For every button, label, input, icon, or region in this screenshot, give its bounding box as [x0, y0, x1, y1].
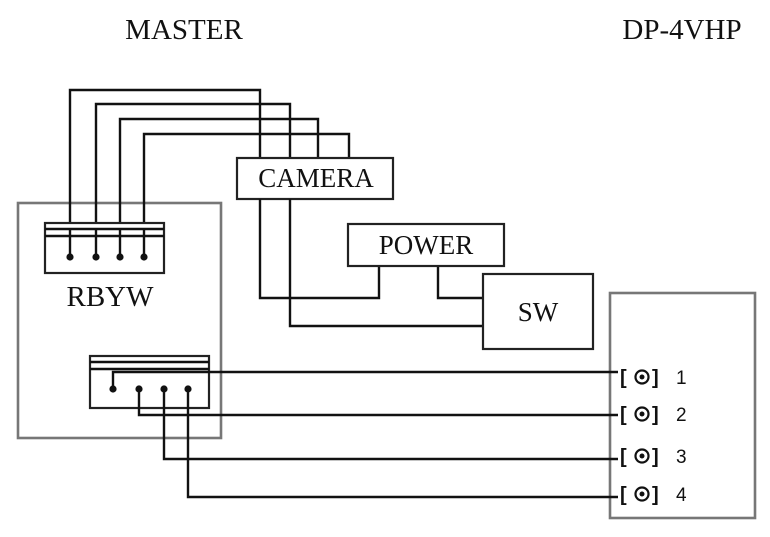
- rbyw-connector: [43, 221, 166, 275]
- wire-w: [142, 132, 351, 255]
- power-label: POWER: [379, 230, 474, 260]
- sw-box: [481, 272, 595, 351]
- terminal-bracket-open: [: [620, 446, 627, 468]
- wire-r: [68, 88, 262, 255]
- screw-icon: [634, 448, 650, 464]
- screw-center: [639, 453, 645, 459]
- terminal-4: [ ] 4: [620, 484, 687, 506]
- master-title: MASTER: [125, 14, 243, 46]
- screw-icon: [634, 406, 650, 422]
- terminal-bracket-open: [: [620, 484, 627, 506]
- terminal-number: 2: [676, 405, 687, 426]
- terminal-3: [ ] 3: [620, 446, 687, 468]
- terminal-bracket-open: [: [620, 404, 627, 426]
- wire-terminal-2: [137, 389, 618, 417]
- wire-b: [94, 102, 292, 255]
- wire-camera-sw: [288, 199, 483, 328]
- bottom-connector-body: [88, 354, 211, 410]
- rbyw-label: RBYW: [67, 281, 155, 313]
- dp-4vhp-unit-box: [608, 291, 757, 520]
- wire-terminal-4: [186, 389, 618, 499]
- camera-label: CAMERA: [258, 163, 374, 193]
- screw-icon: [634, 486, 650, 502]
- terminal-number: 3: [676, 447, 687, 468]
- terminal-bracket-close: ]: [652, 484, 659, 506]
- wire-y: [118, 117, 320, 255]
- terminal-1: [ ] 1: [620, 367, 687, 389]
- power-sw-wires: [258, 199, 483, 328]
- rbyw-connector-body: [43, 221, 166, 275]
- wire-power-sw: [436, 266, 483, 300]
- terminal-wires: [111, 370, 618, 499]
- dp-4vhp-title: DP-4VHP: [622, 14, 741, 46]
- sw-label: SW: [518, 297, 559, 327]
- bottom-connector: [88, 354, 211, 410]
- screw-center: [639, 491, 645, 497]
- wire-camera-power: [258, 199, 381, 300]
- camera-wires: [68, 88, 351, 255]
- terminal-bracket-close: ]: [652, 367, 659, 389]
- terminal-bracket-close: ]: [652, 404, 659, 426]
- terminal-number: 1: [676, 368, 687, 389]
- terminal-bracket-open: [: [620, 367, 627, 389]
- wire-terminal-1: [111, 370, 618, 389]
- terminal-number: 4: [676, 485, 687, 506]
- terminal-2: [ ] 2: [620, 404, 687, 426]
- screw-center: [639, 374, 645, 380]
- screw-icon: [634, 369, 650, 385]
- terminal-bracket-close: ]: [652, 446, 659, 468]
- wire-terminal-3: [162, 389, 618, 461]
- screw-center: [639, 411, 645, 417]
- power-box: [346, 222, 506, 268]
- camera-box: [235, 156, 395, 201]
